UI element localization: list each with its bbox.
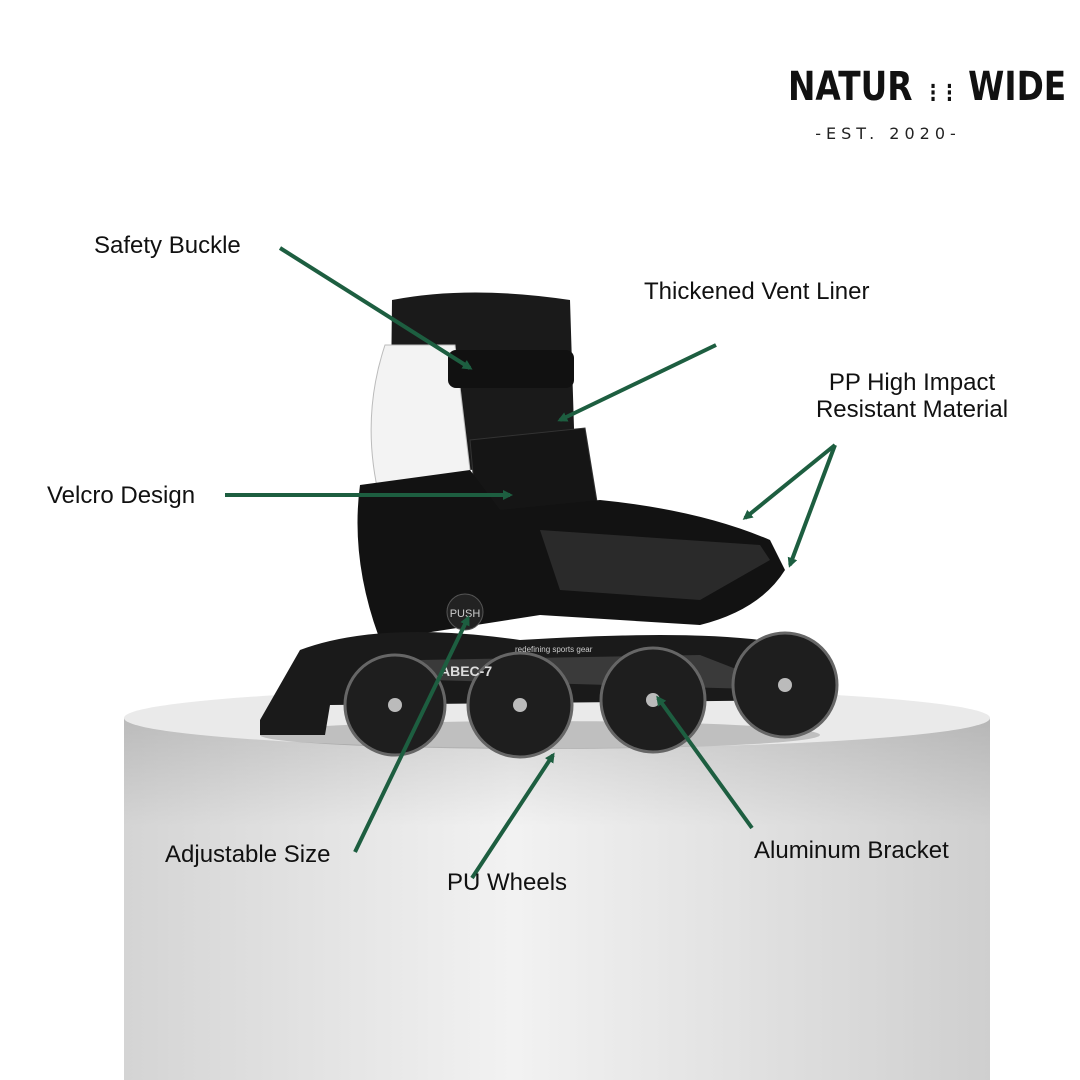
label-vent-liner: Thickened Vent Liner — [644, 278, 870, 305]
arrow-safety-buckle — [278, 246, 473, 370]
arrow-adjustable-size — [353, 615, 470, 853]
brand-logo: NATUR ⋮⋮ WIDE -EST. 2020- — [766, 64, 1066, 143]
label-safety-buckle: Safety Buckle — [94, 232, 241, 259]
label-adjustable-size: Adjustable Size — [165, 841, 331, 868]
label-velcro-design: Velcro Design — [47, 482, 196, 509]
push-marking: PUSH — [450, 608, 481, 620]
arrow-pp-material-1 — [742, 443, 837, 520]
arrow-pu-wheels — [470, 752, 555, 880]
arrow-aluminum-bracket — [656, 695, 754, 830]
wheels — [343, 631, 839, 759]
label-pu-wheels: PU Wheels — [447, 869, 568, 896]
abec-marking: ABEC-7 — [440, 663, 492, 679]
tagline-marking: redefining sports gear — [515, 645, 593, 654]
arrow-pp-material-2 — [787, 444, 837, 568]
pedestal — [124, 688, 990, 1080]
label-pp-material: PP High Impact Resistant Material — [815, 369, 1009, 423]
brand-tagline: -EST. 2020- — [815, 124, 961, 143]
inline-skate: PUSH ABEC-7 redefining sports gear — [260, 292, 839, 759]
label-aluminum-bracket: Aluminum Bracket — [754, 837, 949, 864]
arrow-vent-liner — [557, 343, 717, 422]
